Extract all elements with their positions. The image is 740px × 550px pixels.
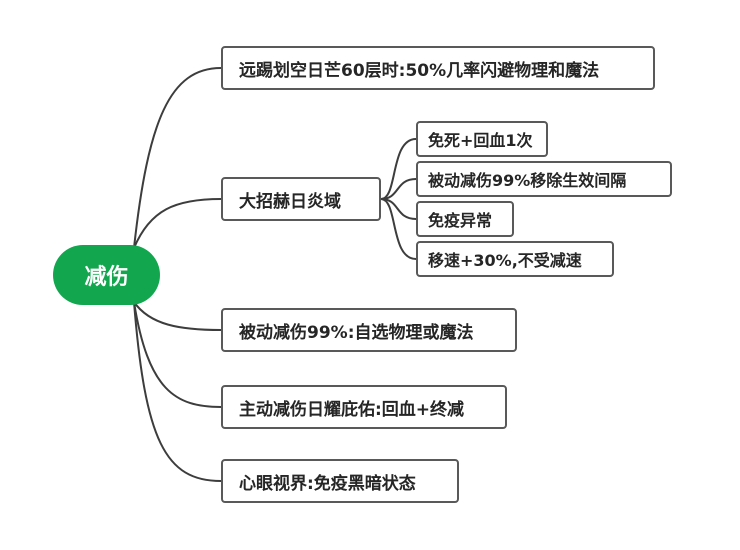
subtopic-passive-interval[interactable]: 被动减伤99%移除生效间隔 — [416, 161, 672, 197]
connector-sub-1 — [380, 138, 417, 200]
branch-active-reduction[interactable]: 主动减伤日耀庇佑:回血+终减 — [221, 385, 507, 429]
subtopic-immune-status[interactable]: 免疫异常 — [416, 201, 514, 237]
branch-mind-eye[interactable]: 心眼视界:免疫黑暗状态 — [221, 459, 459, 503]
connector-root-branch-1 — [133, 67, 222, 249]
subtopic-move-speed[interactable]: 移速+30%,不受减速 — [416, 241, 614, 277]
connector-root-branch-2 — [133, 198, 222, 249]
branch-evasion[interactable]: 远踢划空日芒60层时:50%几率闪避物理和魔法 — [221, 46, 655, 90]
connector-sub-4 — [380, 198, 417, 260]
branch-passive-reduction[interactable]: 被动减伤99%:自选物理或魔法 — [221, 308, 517, 352]
connector-root-branch-3 — [133, 301, 222, 331]
root-topic[interactable]: 减伤 — [53, 245, 160, 305]
connector-root-branch-4 — [133, 301, 222, 408]
connector-root-branch-5 — [133, 301, 222, 482]
branch-ultimate[interactable]: 大招赫日炎域 — [221, 177, 381, 221]
subtopic-undying[interactable]: 免死+回血1次 — [416, 121, 548, 157]
